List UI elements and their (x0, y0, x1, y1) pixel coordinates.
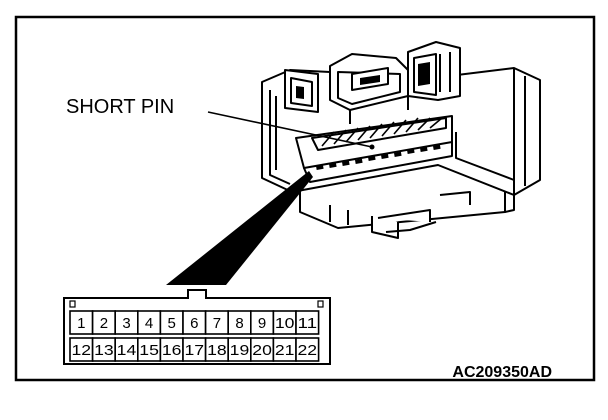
connector-illustration (261, 41, 541, 239)
pin-number: 16 (162, 342, 182, 359)
pin-cell (295, 310, 320, 335)
pin-number: 14 (117, 342, 137, 359)
pin-number: 10 (275, 315, 295, 332)
short-pin-leader (207, 111, 373, 148)
pin-number: 19 (230, 342, 250, 359)
reference-code: AC209350AD (452, 364, 552, 381)
short-pin-dot (369, 144, 375, 150)
pin-number: 6 (190, 315, 198, 332)
pin-number: 11 (298, 315, 318, 332)
pin-number: 12 (72, 342, 92, 359)
pin-number: 21 (275, 342, 295, 359)
diagram-frame (14, 15, 596, 382)
pin-number: 9 (258, 315, 266, 332)
pin-number: 8 (235, 315, 243, 332)
pinout-latch-right (317, 300, 324, 308)
zoom-wedge (166, 171, 313, 285)
pin-number: 15 (139, 342, 159, 359)
pin-number: 3 (122, 315, 130, 332)
pin-number: 22 (298, 342, 318, 359)
pinout-latch-left (69, 300, 76, 308)
pin-number: 2 (100, 315, 108, 332)
pin-number: 18 (207, 342, 227, 359)
pin-number: 7 (213, 315, 221, 332)
pin-number: 5 (168, 315, 176, 332)
pin-number: 17 (185, 342, 205, 359)
short-pin-label: SHORT PIN (66, 96, 174, 118)
pin-number: 1 (77, 315, 85, 332)
pin-number: 20 (252, 342, 272, 359)
pin-cell (295, 337, 320, 362)
pin-number: 13 (94, 342, 114, 359)
pin-number: 4 (145, 315, 153, 332)
